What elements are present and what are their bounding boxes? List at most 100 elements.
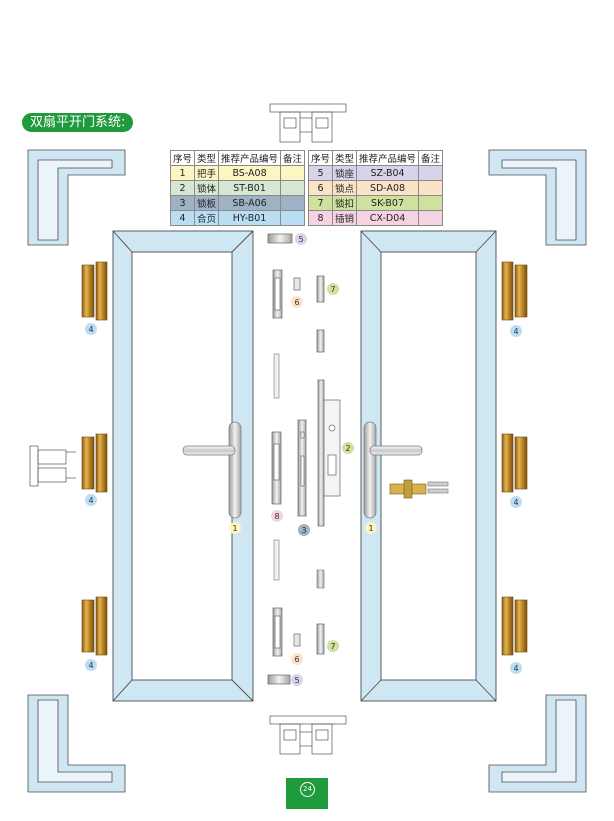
header-note: 备注 [280, 150, 306, 166]
callout-4-circle [85, 323, 97, 335]
lock-seat-top [267, 233, 293, 244]
callout-5-label: 5 [294, 676, 299, 685]
handle-left [182, 421, 242, 519]
row-note [280, 195, 306, 211]
flush-bolt [271, 431, 282, 505]
callout-4-left-bottom: 4 [85, 659, 97, 671]
callout-4-left-top: 4 [85, 323, 97, 335]
row-code: ST-B01 [218, 180, 282, 196]
row-code: HY-B01 [218, 210, 282, 226]
callout-4-right-middle: 4 [510, 496, 522, 508]
row-code: SK-B07 [356, 195, 420, 211]
keeper-strip-bottom [316, 623, 325, 655]
callout-4-circle [85, 494, 97, 506]
header-code: 推荐产品编号 [356, 150, 420, 166]
row-note [418, 180, 444, 196]
table-row: 6 锁点 SD-A08 [307, 180, 444, 196]
callout-1-left: 1 [229, 522, 241, 534]
row-no: 6 [307, 180, 334, 196]
callout-3-label: 3 [301, 526, 306, 535]
locking-point-strip-bottom [272, 607, 301, 657]
callout-2: 2 [342, 442, 354, 454]
row-code: CX-D04 [356, 210, 420, 226]
lock-cylinder [389, 479, 449, 499]
hinge-left-top [81, 261, 108, 321]
profile-section-bottom [269, 715, 347, 755]
callout-6-circle [291, 653, 303, 665]
row-type: 锁座 [332, 165, 358, 181]
callout-1-left-label: 1 [232, 524, 237, 533]
keeper-strip-top [316, 275, 325, 353]
row-code: BS-A08 [218, 165, 282, 181]
profile-section-top [269, 103, 347, 143]
callout-4-right-bottom: 4 [510, 662, 522, 674]
lock-body-strip [317, 379, 341, 527]
row-type: 合页 [194, 210, 220, 226]
row-no: 5 [307, 165, 334, 181]
callout-4-right-top: 4 [510, 325, 522, 337]
callout-4-label: 4 [88, 325, 93, 334]
callout-5-circle [291, 674, 303, 686]
callout-8-circle [271, 510, 283, 522]
callout-8: 8 [271, 510, 283, 522]
callout-5-circle [295, 233, 307, 245]
callout-3: 3 [298, 524, 310, 536]
row-no: 8 [307, 210, 334, 226]
callout-2-label: 2 [345, 444, 350, 453]
callout-5-label: 5 [298, 235, 303, 244]
callout-6-circle [291, 296, 303, 308]
row-note [280, 210, 306, 226]
callout-4-circle [510, 496, 522, 508]
table-row: 1 把手 BS-A08 [169, 165, 306, 181]
door-leaf-right [360, 230, 497, 702]
callout-6-top: 6 [291, 296, 303, 308]
spec-table-right: 序号 类型 推荐产品编号 备注 5 锁座 SZ-B04 6 锁点 SD-A08 … [307, 150, 444, 226]
callout-7-top: 7 [327, 283, 339, 295]
callout-1-left-circle [229, 522, 241, 534]
callout-4-label: 4 [513, 498, 518, 507]
section-title: 双扇平开门系统: [22, 113, 134, 132]
table-row: 5 锁座 SZ-B04 [307, 165, 444, 181]
callout-2-circle [342, 442, 354, 454]
row-no: 1 [169, 165, 196, 181]
header-type: 类型 [194, 150, 220, 166]
callout-1-right: 1 [365, 522, 377, 534]
row-type: 锁扣 [332, 195, 358, 211]
callout-8-label: 8 [274, 512, 279, 521]
callout-6-label: 6 [294, 298, 299, 307]
callout-4-circle [510, 325, 522, 337]
rod-strips [273, 353, 325, 589]
callout-1-right-label: 1 [368, 524, 373, 533]
row-note [418, 165, 444, 181]
page-number-badge: 24 [286, 778, 328, 809]
row-type: 插销 [332, 210, 358, 226]
row-type: 把手 [194, 165, 220, 181]
callout-5-bottom: 5 [291, 674, 303, 686]
row-note [418, 210, 444, 226]
corner-frame-bottom-right [488, 694, 587, 793]
callout-7-bottom: 7 [327, 640, 339, 652]
row-code: SB-A06 [218, 195, 282, 211]
callout-7-circle [327, 283, 339, 295]
row-no: 4 [169, 210, 196, 226]
callout-4-circle [510, 662, 522, 674]
table-row: 8 插销 CX-D04 [307, 210, 444, 226]
callout-4-label: 4 [88, 661, 93, 670]
spec-table-left: 序号 类型 推荐产品编号 备注 1 把手 BS-A08 2 锁体 ST-B01 … [169, 150, 306, 226]
callout-4-circle [85, 659, 97, 671]
row-no: 7 [307, 195, 334, 211]
hinge-right-bottom [501, 596, 528, 656]
corner-frame-bottom-left [27, 694, 126, 793]
callout-4-label: 4 [513, 327, 518, 336]
locking-point-strip-top [272, 269, 301, 319]
hinge-right-top [501, 261, 528, 321]
door-leaf-left [112, 230, 254, 702]
callout-1-right-circle [365, 522, 377, 534]
corner-frame-top-left [27, 149, 126, 246]
lock-seat-bottom [267, 674, 291, 685]
callout-5-top: 5 [295, 233, 307, 245]
lock-plate-strip [297, 419, 307, 517]
table-row: 4 合页 HY-B01 [169, 210, 306, 226]
callout-4-label: 4 [513, 664, 518, 673]
callout-6-label: 6 [294, 655, 299, 664]
